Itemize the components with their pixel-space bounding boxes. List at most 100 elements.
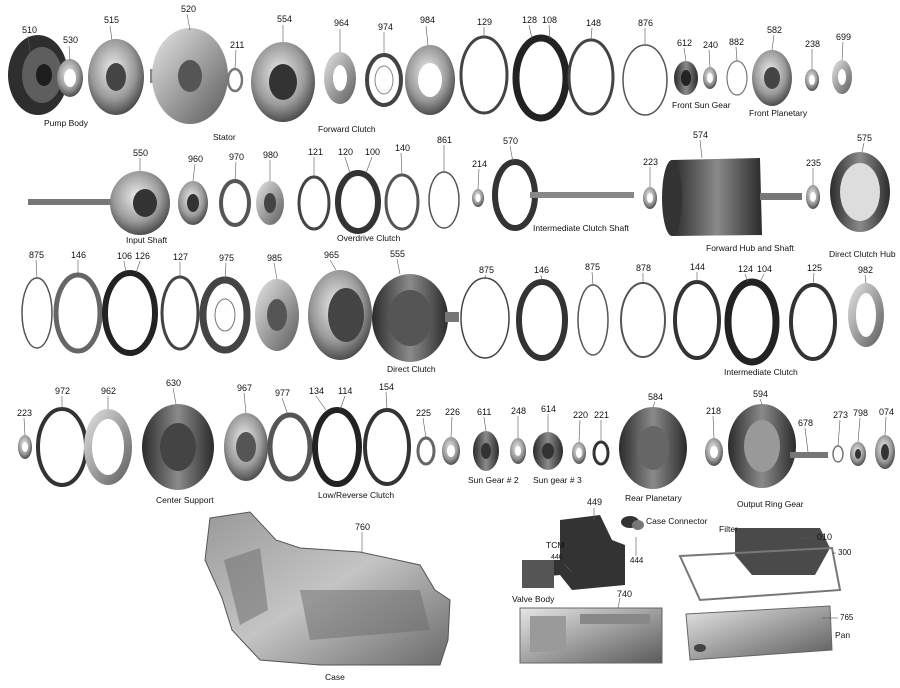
rear-planetary-584 (619, 407, 687, 489)
label-129: 129 (477, 17, 493, 27)
label-444: 444 (630, 556, 644, 565)
label-510: 510 (22, 25, 38, 35)
ring-530 (57, 59, 83, 97)
label-146-left: 146 (71, 250, 87, 260)
tcm-449 (522, 515, 625, 590)
ring-140 (384, 173, 420, 231)
ring-121 (297, 175, 331, 231)
caption-front-planetary: Front Planetary (749, 108, 808, 118)
label-574: 574 (693, 130, 709, 140)
part-074 (875, 435, 895, 469)
label-223-bottom: 223 (17, 408, 33, 418)
output-ring-gear-594 (728, 404, 828, 488)
caption-low-reverse-clutch: Low/Reverse Clutch (318, 490, 395, 500)
caption-sun-gear-3: Sun gear # 3 (533, 475, 582, 485)
part-273 (832, 445, 844, 463)
ring-154 (363, 408, 411, 486)
label-575: 575 (857, 133, 873, 143)
label-273: 273 (833, 410, 849, 420)
pump-515 (88, 39, 144, 115)
part-218 (705, 438, 723, 466)
part-972 (36, 407, 88, 487)
label-146-mid: 146 (534, 265, 550, 275)
label-630: 630 (166, 378, 182, 388)
label-121: 121 (308, 147, 324, 157)
clutch-pack-128 (512, 34, 570, 122)
label-965: 965 (324, 250, 340, 260)
label-225: 225 (416, 408, 432, 418)
ring-875-mid (460, 277, 510, 359)
label-984: 984 (420, 15, 436, 25)
direct-clutch-555 (372, 274, 459, 362)
label-875-right: 875 (585, 262, 601, 272)
part-974 (365, 53, 403, 107)
ring-129 (459, 35, 509, 115)
pump-body-part (8, 35, 68, 115)
caption-case: Case (325, 672, 345, 682)
label-124: 124 (738, 264, 754, 274)
ring-125 (789, 283, 837, 361)
label-223-top: 223 (643, 157, 659, 167)
label-120: 120 (338, 147, 354, 157)
part-960 (178, 181, 208, 225)
label-699: 699 (836, 32, 852, 42)
label-614: 614 (541, 404, 557, 414)
label-240: 240 (703, 40, 719, 50)
label-125: 125 (807, 263, 823, 273)
part-220 (572, 442, 586, 464)
caption-valve-body: Valve Body (512, 594, 555, 604)
caption-forward-clutch: Forward Clutch (318, 124, 376, 134)
caption-direct-clutch: Direct Clutch (387, 364, 436, 374)
clutch-pack-106 (102, 270, 158, 356)
ring-882 (726, 60, 748, 96)
label-106: 106 (117, 251, 133, 261)
label-765: 765 (840, 613, 854, 622)
caption-overdrive-clutch: Overdrive Clutch (337, 233, 401, 243)
pan-765 (685, 605, 833, 661)
label-960: 960 (188, 154, 204, 164)
label-550: 550 (133, 148, 149, 158)
label-962: 962 (101, 386, 117, 396)
label-970: 970 (229, 152, 245, 162)
label-967: 967 (237, 383, 253, 393)
label-975: 975 (219, 253, 235, 263)
intermediate-clutch-shaft-570 (492, 159, 634, 231)
caption-tcm: TCM (546, 540, 565, 550)
transmission-case-760 (204, 511, 451, 666)
part-798 (850, 442, 866, 466)
label-740: 740 (617, 589, 633, 599)
ring-127 (160, 275, 200, 351)
label-220: 220 (573, 410, 589, 420)
caption-rear-planetary: Rear Planetary (625, 493, 682, 503)
label-612: 612 (677, 38, 693, 48)
part-699 (832, 60, 852, 94)
label-211: 211 (230, 40, 245, 50)
caption-intermediate-clutch-shaft: Intermediate Clutch Shaft (533, 223, 629, 233)
label-074: 074 (879, 407, 895, 417)
label-964: 964 (334, 18, 350, 28)
label-134: 134 (309, 386, 325, 396)
label-878: 878 (636, 263, 652, 273)
sun-gear-3-614 (533, 432, 563, 470)
label-875-mid: 875 (479, 265, 495, 275)
part-248 (510, 438, 526, 464)
label-114: 114 (338, 386, 353, 396)
label-128: 128 (522, 15, 538, 25)
caption-case-connector: Case Connector (646, 516, 708, 526)
caption-center-support: Center Support (156, 495, 214, 505)
center-support-630 (142, 404, 214, 490)
caption-input-shaft: Input Shaft (126, 235, 168, 245)
label-882: 882 (729, 37, 745, 47)
part-967 (224, 413, 268, 481)
low-reverse-clutch-pack (312, 407, 362, 487)
intermediate-clutch-pack (724, 278, 780, 366)
overdrive-clutch-pack (335, 170, 381, 234)
direct-clutch-hub-575 (830, 152, 890, 232)
label-127: 127 (173, 252, 189, 262)
label-235: 235 (806, 158, 822, 168)
filter-010 (678, 528, 842, 602)
label-980: 980 (263, 150, 279, 160)
label-972: 972 (55, 386, 71, 396)
label-678: 678 (798, 418, 814, 428)
